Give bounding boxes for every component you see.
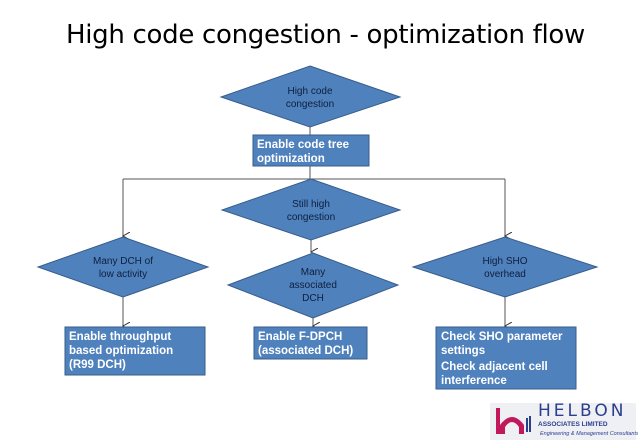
diamond-high-sho-overhead [411, 236, 599, 298]
slide-title: High code congestion - optimization flow [66, 20, 586, 50]
box-enable-throughput [64, 326, 206, 376]
box-enable-fdpch [253, 326, 368, 360]
helbon-logo: HELBON ASSOCIATES LIMITED Engineering & … [490, 401, 638, 440]
diamond-many-dch-low-activity [36, 236, 210, 298]
logo-name: HELBON [538, 401, 627, 421]
box-enable-code-tree [252, 134, 370, 167]
logo-tagline: Engineering & Management Consultants [540, 431, 638, 437]
logo-subtitle: ASSOCIATES LIMITED [538, 421, 608, 428]
diamond-high-code-congestion [219, 65, 402, 128]
connectors [123, 127, 505, 326]
diamond-many-associated-dch [226, 252, 400, 319]
diamond-still-high-congestion [220, 178, 402, 241]
gear-logo-icon [496, 408, 531, 434]
box-fdpch-text: Enable F-DPCH(associated DCH) [258, 331, 353, 357]
box-check-sho [435, 326, 577, 390]
